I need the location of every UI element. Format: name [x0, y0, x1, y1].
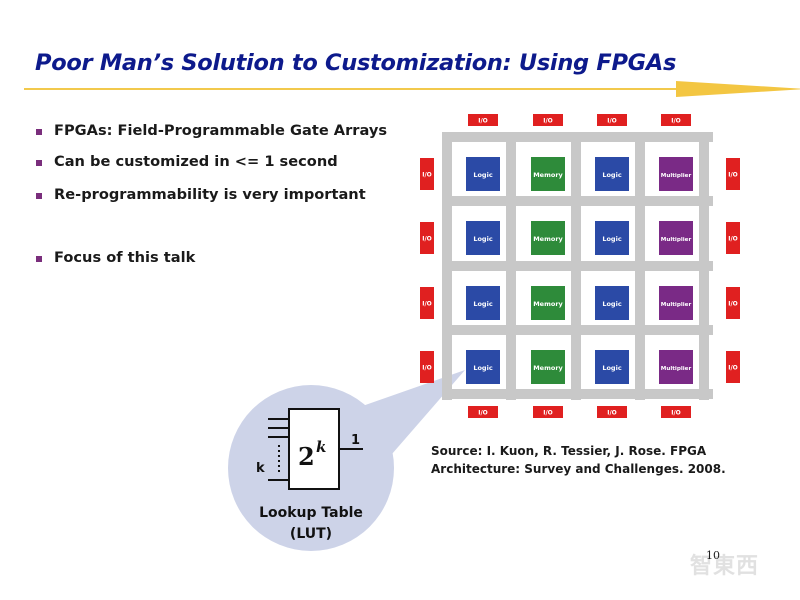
bullet-text: Re-programmability is very important	[54, 186, 366, 203]
lut-label-line2: (LUT)	[290, 526, 332, 542]
title-underline	[24, 88, 684, 90]
lut-inputs-label: k	[256, 461, 265, 476]
fpga-block-logic	[595, 221, 629, 255]
fpga-block-logic	[595, 157, 629, 191]
fpga-block-label: Memory	[533, 171, 563, 179]
fpga-block-logic	[595, 350, 629, 384]
io-pad-bottom	[597, 406, 627, 418]
io-pad-right	[726, 351, 740, 383]
io-pad-label: I/O	[543, 118, 553, 125]
io-pad-label: I/O	[422, 172, 432, 179]
fpga-block-multiplier	[659, 221, 693, 255]
fpga-block-multiplier	[659, 157, 693, 191]
title-accent-arrow	[676, 81, 800, 97]
page-number: 10	[706, 549, 720, 562]
lut-output-label: 1	[351, 433, 360, 448]
io-pad-top	[533, 114, 563, 126]
io-pad-right	[726, 287, 740, 319]
io-pad-bottom	[661, 406, 691, 418]
routing-channel-vertical	[699, 132, 709, 400]
io-pad-label: I/O	[671, 410, 681, 417]
io-pad-label: I/O	[543, 410, 553, 417]
fpga-block-label: Memory	[533, 364, 563, 372]
io-pad-label: I/O	[728, 172, 738, 179]
bullet-text: FPGAs: Field-Programmable Gate Arrays	[54, 122, 388, 139]
io-pad-left	[420, 351, 434, 383]
fpga-block-label: Logic	[602, 235, 621, 243]
io-pad-label: I/O	[422, 301, 432, 308]
fpga-block-label: Logic	[602, 300, 621, 308]
source-line-2: Architecture: Survey and Challenges. 200…	[431, 462, 726, 476]
lut-body-base: 2	[298, 442, 315, 471]
io-pad-left	[420, 158, 434, 190]
io-pad-label: I/O	[728, 236, 738, 243]
io-pad-label: I/O	[422, 365, 432, 372]
io-pad-label: I/O	[422, 236, 432, 243]
io-pad-bottom	[468, 406, 498, 418]
fpga-block-label: Logic	[473, 235, 492, 243]
io-pad-top	[597, 114, 627, 126]
io-pad-label: I/O	[728, 301, 738, 308]
bullet-item: Focus of this talk	[36, 249, 195, 266]
fpga-block-logic	[466, 157, 500, 191]
fpga-block-label: Multiplier	[661, 173, 692, 179]
bullet-text: Focus of this talk	[54, 249, 196, 266]
fpga-block-logic	[466, 286, 500, 320]
io-pad-label: I/O	[478, 410, 488, 417]
io-pad-label: I/O	[607, 410, 617, 417]
fpga-block-label: Multiplier	[661, 302, 692, 308]
fpga-block-memory	[531, 350, 565, 384]
watermark-logo: 智東西	[690, 554, 760, 579]
io-pad-right	[726, 158, 740, 190]
bullet-text: Can be customized in <= 1 second	[54, 153, 338, 170]
fpga-block-multiplier	[659, 350, 693, 384]
bullet-item: FPGAs: Field-Programmable Gate Arrays	[36, 122, 387, 139]
routing-channel-vertical	[635, 132, 645, 400]
fpga-block-memory	[531, 157, 565, 191]
io-pad-top	[468, 114, 498, 126]
source-citation: Source: I. Kuon, R. Tessier, J. Rose. FP…	[431, 442, 726, 478]
io-pad-top	[661, 114, 691, 126]
fpga-block-logic	[466, 350, 500, 384]
fpga-block-memory	[531, 286, 565, 320]
fpga-block-label: Memory	[533, 235, 563, 243]
fpga-block-logic	[595, 286, 629, 320]
bullet-item: Can be customized in <= 1 second	[36, 153, 338, 170]
source-line-1: Source: I. Kuon, R. Tessier, J. Rose. FP…	[431, 444, 707, 458]
io-pad-bottom	[533, 406, 563, 418]
routing-channel-vertical	[571, 132, 581, 400]
fpga-block-multiplier	[659, 286, 693, 320]
fpga-block-label: Memory	[533, 300, 563, 308]
lut-label-line1: Lookup Table	[259, 505, 363, 521]
slide-title: Poor Man’s Solution to Customization: Us…	[35, 50, 677, 76]
fpga-block-label: Logic	[473, 171, 492, 179]
io-pad-left	[420, 287, 434, 319]
fpga-block-label: Logic	[602, 171, 621, 179]
io-pad-label: I/O	[728, 365, 738, 372]
fpga-block-label: Logic	[473, 364, 492, 372]
routing-channel-vertical	[506, 132, 516, 400]
io-pad-label: I/O	[607, 118, 617, 125]
io-pad-right	[726, 222, 740, 254]
io-pad-left	[420, 222, 434, 254]
fpga-block-label: Logic	[602, 364, 621, 372]
lut-input-lines	[268, 418, 289, 481]
lut-body-exponent: k	[316, 438, 326, 456]
fpga-block-memory	[531, 221, 565, 255]
routing-channel-vertical	[442, 132, 452, 400]
fpga-block-label: Logic	[473, 300, 492, 308]
fpga-block-logic	[466, 221, 500, 255]
bullet-item: Re-programmability is very important	[36, 186, 366, 203]
io-pad-label: I/O	[478, 118, 488, 125]
fpga-block-label: Multiplier	[661, 237, 692, 243]
io-pad-label: I/O	[671, 118, 681, 125]
fpga-block-label: Multiplier	[661, 366, 692, 372]
